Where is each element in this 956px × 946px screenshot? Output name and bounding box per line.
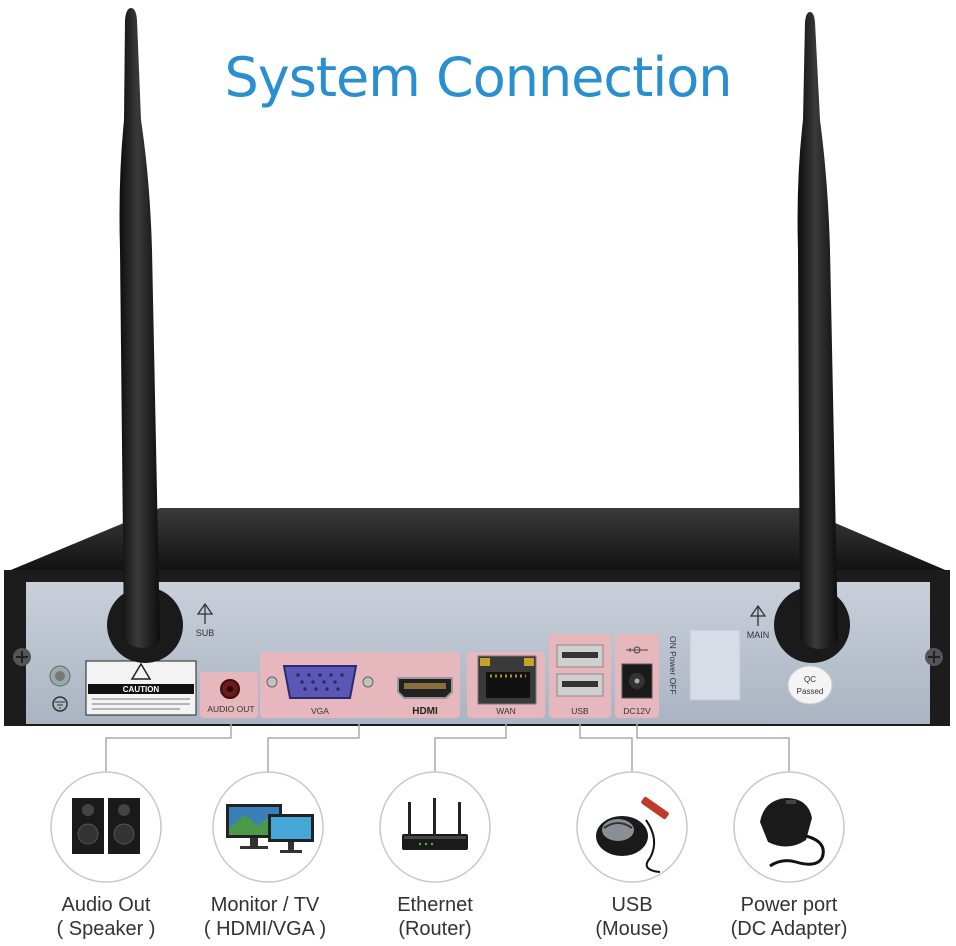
monitor-icon (226, 804, 314, 853)
connector-lines (105, 724, 790, 780)
caption-monitor-tv: Monitor / TV ( HDMI/VGA ) (180, 893, 350, 941)
caption-usb: USB (Mouse) (547, 893, 717, 941)
hdmi-port-label: HDMI (412, 706, 438, 717)
wan-port-label: WAN (496, 706, 516, 716)
caption-monitor-tv-line2: ( HDMI/VGA ) (203, 918, 327, 940)
speaker-icon (72, 798, 140, 854)
vga-port-icon (282, 665, 358, 699)
chassis-top (6, 508, 950, 572)
qc-sticker (787, 665, 833, 705)
antenna-right (797, 12, 838, 649)
mouse-icon (596, 796, 669, 873)
antenna-main-icon (749, 604, 767, 626)
caution-text: CAUTION (123, 685, 160, 694)
screw-left-icon (13, 648, 31, 666)
speaker-icon-circle (50, 771, 162, 883)
audio-port-label: AUDIO OUT (207, 704, 254, 714)
ground-screw-icon (49, 665, 71, 712)
caption-audio-out: Audio Out ( Speaker ) (21, 893, 191, 941)
caption-usb-line2: (Mouse) (595, 918, 669, 940)
sub-label: SUB (196, 628, 215, 638)
qc-passed-text: Passed (797, 687, 824, 696)
power-adapter-icon (760, 798, 825, 868)
caption-usb-line1: USB (611, 894, 653, 916)
antenna-sub-icon (196, 602, 214, 624)
antenna-left (119, 8, 160, 648)
caption-ethernet-line2: (Router) (398, 918, 472, 940)
vga-port-label: VGA (311, 706, 329, 716)
main-label: MAIN (747, 630, 770, 640)
caption-power-port: Power port (DC Adapter) (704, 893, 874, 941)
page-title: System Connection (224, 46, 732, 109)
usb-port-label: USB (571, 706, 589, 716)
dc-port-label: DC12V (623, 706, 651, 716)
caption-audio-out-line1: Audio Out (61, 894, 151, 916)
usb-port-icon (556, 644, 604, 697)
caption-power-port-line1: Power port (740, 894, 838, 916)
power-switch-label: ON Power OFF (668, 636, 678, 695)
caption-audio-out-line2: ( Speaker ) (56, 918, 156, 940)
caption-monitor-tv-line1: Monitor / TV (210, 894, 320, 916)
caption-ethernet: Ethernet (Router) (350, 893, 520, 941)
caption-power-port-line2: (DC Adapter) (730, 918, 848, 940)
blank-sticker (689, 629, 741, 701)
qc-text: QC (804, 675, 816, 684)
screw-right-icon (925, 648, 943, 666)
router-icon (402, 798, 468, 850)
caption-ethernet-line1: Ethernet (397, 894, 473, 916)
